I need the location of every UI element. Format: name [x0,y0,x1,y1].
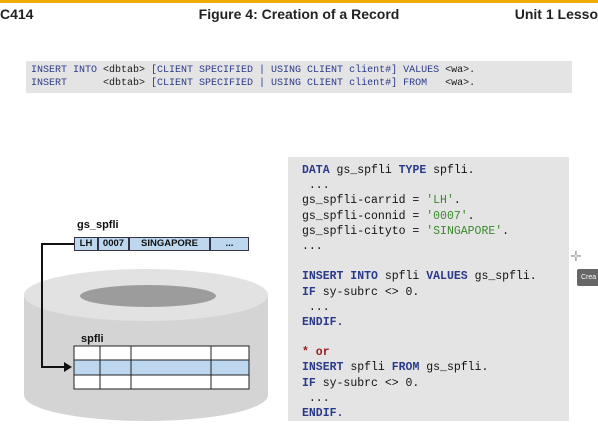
code-token: ... [302,239,323,253]
code-token: 'LH' [426,194,454,208]
code-line: INSERT INTO spfli VALUES gs_spfli. [302,269,569,284]
code-token: sy-subrc <> 0. [322,285,420,299]
syntax-line: INSERT <dbtab> [CLIENT SPECIFIED | USING… [31,77,572,90]
figure-title: Figure 4: Creation of a Record [198,6,400,22]
code-token: ENDIF. [302,315,344,329]
code-token: INSERT [302,361,351,375]
syntax-token: [CLIENT SPECIFIED | USING CLIENT client#… [151,65,446,76]
page-header: C414 Figure 4: Creation of a Record Unit… [0,6,598,24]
code-token: spfli. [433,164,475,177]
side-tab[interactable]: Crea [577,269,598,286]
course-code: C414 [0,6,34,22]
accent-bar [0,0,598,3]
code-line: gs_spfli-cityto = 'SINGAPORE'. [302,224,569,239]
syntax-token: [CLIENT SPECIFIED | USING CLIENT client#… [151,78,446,89]
code-token: '0007' [426,209,468,223]
code-token: . [467,209,475,223]
code-line [302,330,569,345]
code-token: VALUES [426,270,475,284]
insert-arrow [41,243,74,368]
code-listing: DATA gs_spfli TYPE spfli. ...gs_spfli-ca… [288,157,569,421]
unit-lesson-label: Unit 1 Lesso [514,6,598,22]
code-token: ... [302,179,330,193]
code-token: gs_spfli. [426,361,489,375]
code-token: gs_spfli-connid = [302,209,427,223]
code-token: gs_spfli-carrid = [302,194,427,208]
code-line: ENDIF. [302,406,569,421]
code-token: gs_spfli [336,164,399,177]
syntax-token: INSERT [31,78,104,89]
syntax-token: <dbtab> [103,78,152,89]
code-token: FROM [391,361,427,375]
code-token: spfli [350,361,392,375]
syntax-line: INSERT INTO <dbtab> [CLIENT SPECIFIED | … [31,64,572,77]
table-label: spfli [81,333,104,345]
code-line: INSERT spfli FROM gs_spfli. [302,360,569,375]
cylinder-hole [80,285,216,307]
work-area-row: LH 0007 SINGAPORE ... [74,237,249,251]
code-line: ... [302,239,569,254]
code-line: DATA gs_spfli TYPE spfli. [302,163,569,178]
code-token: . [502,224,510,238]
syntax-token: <dbtab> [103,65,152,76]
code-token: INSERT INTO [302,270,385,284]
code-token: IF [302,285,323,299]
wa-cell-more: ... [210,237,249,251]
code-line: ... [302,300,569,315]
code-line: IF sy-subrc <> 0. [302,376,569,391]
code-token: DATA [302,164,337,177]
code-token: IF [302,376,323,390]
code-token: 'SINGAPORE' [426,224,503,238]
wa-cell-connid: 0007 [98,237,129,251]
syntax-token: INSERT INTO [31,65,104,76]
syntax-box: INSERT INTO <dbtab> [CLIENT SPECIFIED | … [26,61,572,93]
wa-cell-carrid: LH [74,237,98,251]
code-token: spfli [384,270,427,284]
code-token: TYPE [398,164,434,177]
code-token: * or [302,346,330,360]
code-token: ... [302,300,330,314]
code-token: sy-subrc <> 0. [322,376,420,390]
code-token: gs_spfli-cityto = [302,224,427,238]
code-line [302,254,569,269]
code-token: ... [302,391,330,405]
wa-cell-cityto: SINGAPORE [129,237,210,251]
code-line: ... [302,178,569,193]
syntax-token: <wa>. [445,65,476,76]
code-line: * or [302,345,569,360]
code-token: . [453,194,461,208]
code-token: ENDIF. [302,407,344,420]
work-area-label: gs_spfli [77,219,119,231]
syntax-token: <wa>. [445,78,476,89]
plus-icon: ✛ [570,248,582,264]
code-line: gs_spfli-connid = '0007'. [302,209,569,224]
code-line: ... [302,391,569,406]
code-line: ENDIF. [302,315,569,330]
code-line: gs_spfli-carrid = 'LH'. [302,193,569,208]
code-token: gs_spfli. [474,270,537,284]
arrow-head [64,362,72,372]
code-line: IF sy-subrc <> 0. [302,285,569,300]
